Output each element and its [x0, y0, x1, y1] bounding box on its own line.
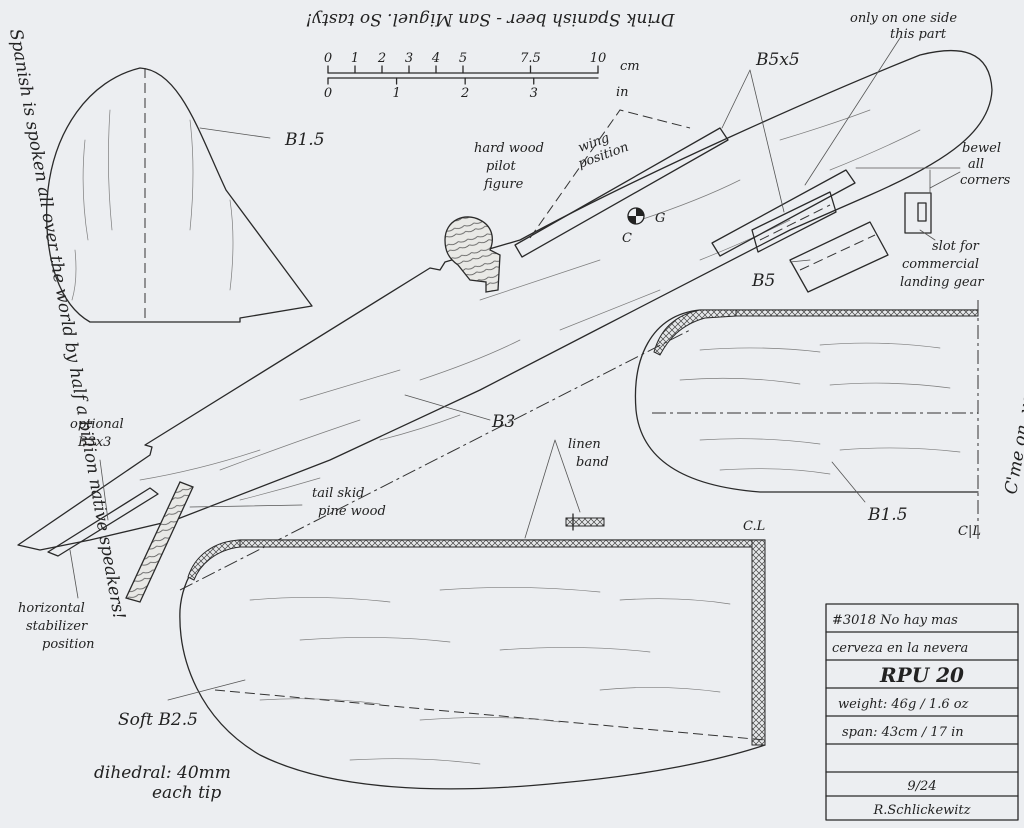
left-note: Spanish is spoken all over the world by … [5, 27, 129, 620]
title-number-name-2: cerveza en la nevera [832, 641, 968, 656]
cm-tick-label: 2 [377, 51, 386, 66]
cm-tick-label: 5 [459, 51, 467, 66]
title-block: #3018 No hay mas cerveza en la nevera RP… [825, 603, 1019, 821]
cm-tick-label: 4 [431, 51, 440, 66]
title-weight: weight: 46g / 1.6 oz [838, 697, 969, 712]
inch-tick-label: 1 [392, 86, 400, 101]
horizontal-label-1: horizontal [18, 601, 85, 616]
pilot-label-2: pilot [486, 159, 516, 174]
landing-gear-parts: B5x5 only on one side this part bewel al… [711, 11, 1011, 293]
one-side-label-1: only on one side [850, 11, 957, 26]
scale-bar: 0 1 2 3 4 5 7.5 10 0 1 2 3 cm in [324, 51, 640, 101]
bevel-label-3: corners [960, 173, 1011, 188]
b5-label: B5 [751, 271, 775, 291]
pilot-figure: hard wood pilot figure [444, 141, 544, 293]
linen-label-1: linen [568, 437, 601, 452]
cm-tick-labels: 0 1 2 3 4 5 7.5 10 [324, 51, 607, 74]
dihedral-label-1: dihedral: 40mm [94, 763, 231, 783]
dihedral-label-2: each tip [152, 783, 221, 803]
horizontal-stabilizer: B1.5 C|L [634, 300, 981, 540]
cl-wing-label: C.L [743, 519, 765, 534]
title-span: span: 43cm / 17 in [842, 725, 964, 740]
bevel-label-2: all [968, 157, 984, 172]
pilot-label-1: hard wood [474, 141, 544, 156]
cg-g-label: G [655, 211, 665, 226]
horizontal-label-3: position [42, 637, 95, 652]
tail-parts: optional B3x3 tail skid pine wood horizo… [18, 329, 691, 652]
fuselage-label: B3 [491, 412, 515, 432]
fin-label: B1.5 [284, 130, 325, 150]
tail-skid-label-2: pine wood [318, 504, 386, 519]
cg-c-label: C [622, 231, 632, 246]
stabilizer-label: B1.5 [867, 505, 908, 525]
inch-tick-label: 0 [324, 86, 332, 101]
title-date: 9/24 [907, 779, 936, 794]
cm-tick-label: 0 [324, 51, 332, 66]
one-side-label-2: this part [890, 27, 947, 42]
right-note: C'me on, you too, learn Spanish! [1001, 215, 1024, 495]
vertical-fin: B1.5 [45, 67, 325, 323]
cl-stab-label: C|L [958, 524, 981, 539]
optional-label-2: B3x3 [77, 435, 111, 450]
pilot-label-3: figure [483, 177, 524, 192]
cm-tick-label: 1 [351, 51, 359, 66]
inch-tick-label: 3 [530, 86, 538, 101]
cm-tick-label: 10 [590, 51, 607, 66]
scale-cm-unit: cm [620, 59, 640, 74]
cg-mark: C G [622, 207, 665, 246]
bevel-label-1: bewel [962, 141, 1001, 156]
title-number-name-1: #3018 No hay mas [832, 613, 958, 628]
inch-tick-labels: 0 1 2 3 [324, 77, 538, 101]
b5x5-label: B5x5 [755, 50, 800, 70]
tail-skid-label-1: tail skid [312, 486, 364, 501]
cm-tick-label: 7.5 [520, 51, 541, 66]
cm-tick-label: 3 [405, 51, 413, 66]
slot-label-2: commercial [902, 257, 979, 272]
slot-label-1: slot for [932, 239, 980, 254]
fuselage: B3 [17, 49, 993, 551]
optional-label-1: optional [70, 417, 124, 432]
linen-label-2: band [576, 455, 609, 470]
top-note: Drink Spanish beer - San Miguel. So tast… [305, 9, 675, 29]
wing: linen band C.L Soft B2.5 dihedral: 40mm … [94, 437, 766, 803]
horizontal-label-2: stabilizer [26, 619, 88, 634]
title-designer: R.Schlickewitz [872, 803, 970, 818]
scale-in-unit: in [616, 85, 629, 100]
title-model: RPU 20 [879, 663, 964, 687]
inch-tick-label: 2 [460, 86, 469, 101]
wing-label: Soft B2.5 [118, 710, 198, 730]
slot-label-3: landing gear [900, 275, 984, 290]
